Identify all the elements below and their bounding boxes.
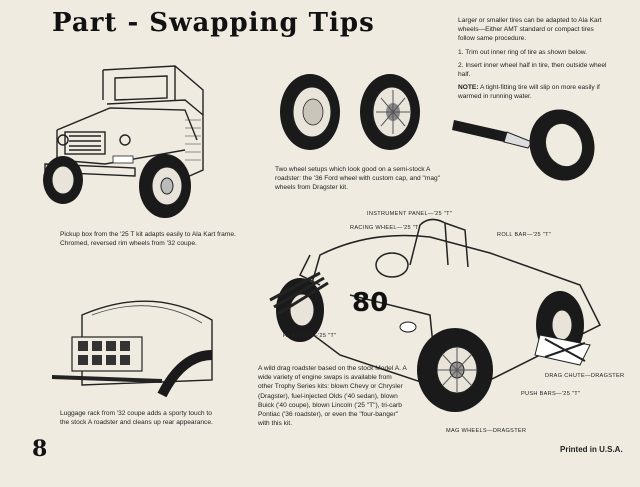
label-racing-wheel: RACING WHEEL—'25 "T" <box>350 225 422 231</box>
tire-intro-text: Larger or smaller tires can be adapted t… <box>458 17 602 43</box>
label-instrument-panel: INSTRUMENT PANEL—'25 "T" <box>367 211 453 217</box>
pickup-caption: Pickup box from the '25 T kit adapts eas… <box>60 231 236 248</box>
drag-roadster-illustration: 80 <box>260 215 610 425</box>
pickup-truck-illustration <box>35 60 235 225</box>
label-mag-wheels: MAG WHEELS—DRAGSTER <box>446 428 527 434</box>
label-drag-chute: DRAG CHUTE—DRAGSTER <box>545 373 625 379</box>
tire-instructions: Larger or smaller tires can be adapted t… <box>458 16 608 102</box>
wheel-setups-caption: Two wheel setups which look good on a se… <box>275 166 441 192</box>
tire-trimming-illustration <box>452 100 602 190</box>
tire-step-2: 2. Insert inner wheel half in tire, then… <box>458 61 607 79</box>
page-title: Part - Swapping Tips <box>52 8 375 38</box>
tire-step-1: 1. Trim out inner ring of tire as shown … <box>458 48 588 56</box>
tire-note-text: A tight-fitting tire will slip on more e… <box>458 84 600 101</box>
dragster-caption: A wild drag roadster based on the stock … <box>258 365 407 428</box>
wheel-setups-illustration <box>268 70 448 160</box>
page-number: 8 <box>32 436 48 462</box>
car-number: 80 <box>352 288 388 318</box>
label-roll-bar: ROLL BAR—'25 "T" <box>497 232 552 238</box>
luggage-rack-illustration <box>52 285 222 400</box>
label-push-bars: PUSH BARS—'25 "T" <box>521 391 581 397</box>
tire-note-label: NOTE: <box>458 84 479 92</box>
printed-in-usa: Printed in U.S.A. <box>560 445 623 454</box>
label-headers: HEADERS—'25 "T" <box>283 333 337 339</box>
luggage-rack-caption: Luggage rack from '32 coupe adds a sport… <box>60 410 213 427</box>
tire-note: NOTE: A tight-fitting tire will slip on … <box>458 83 608 101</box>
